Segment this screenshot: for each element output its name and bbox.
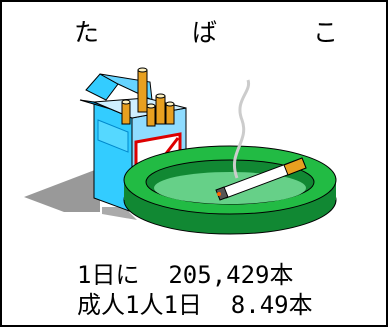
stat-per-adult: 成人1人1日 8.49本 — [77, 291, 313, 319]
stat-daily-total: 1日に 205,429本 — [77, 261, 294, 289]
lit-cigarette-icon — [215, 79, 307, 201]
title-char-ba: ば — [192, 18, 218, 47]
stats-block: 1日に 205,429本 成人1人1日 8.49本 — [77, 260, 313, 320]
ashtray-shadow — [102, 207, 137, 220]
title-char-ta: た — [74, 18, 100, 47]
title-char-ko: こ — [313, 18, 339, 47]
pack-shadow — [24, 168, 100, 212]
tobacco-illustration — [24, 67, 337, 235]
